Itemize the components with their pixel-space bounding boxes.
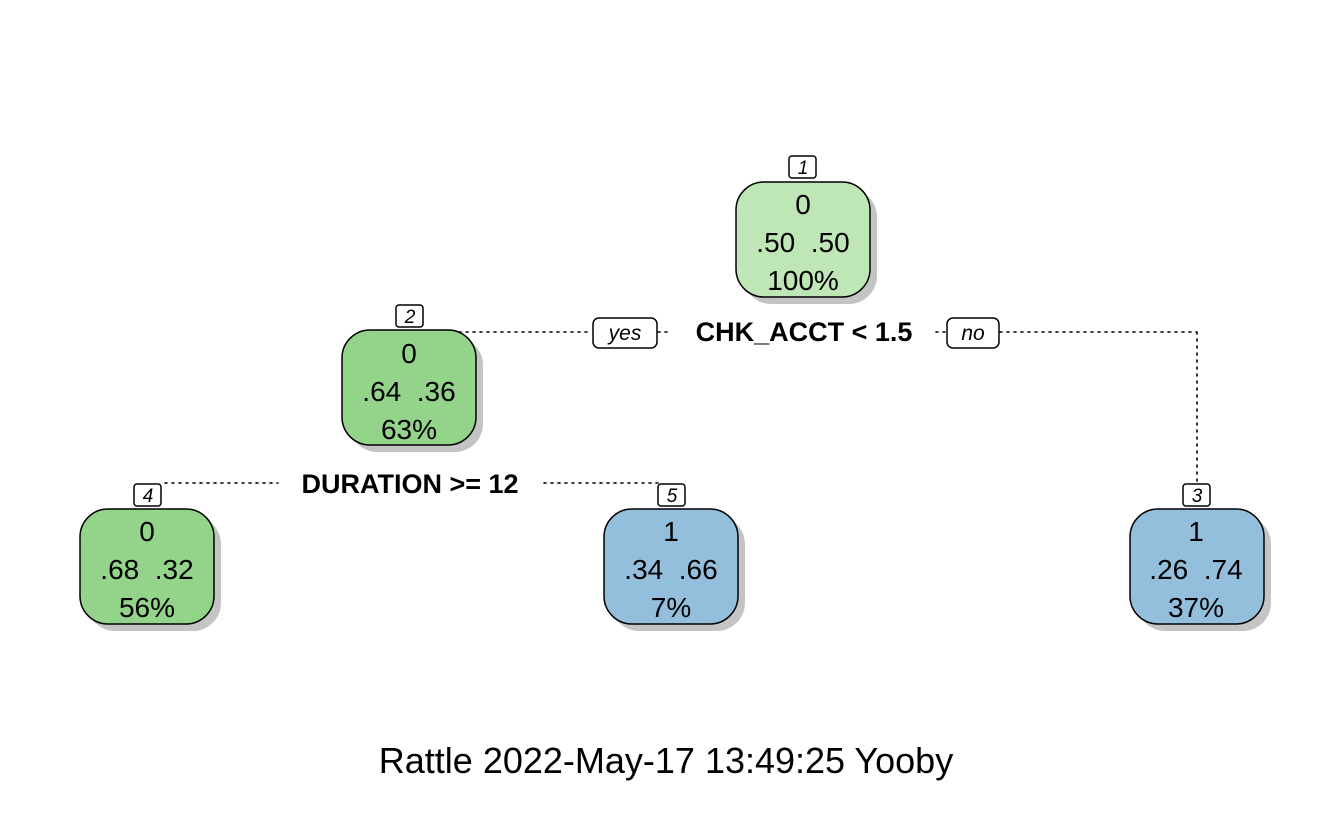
branch-label-text: yes [607, 322, 642, 345]
node-id-box [395, 304, 424, 328]
node-observation-share: 7% [651, 592, 691, 623]
node-class-probabilities: .26 .74 [1149, 554, 1242, 585]
node-class-probabilities: .68 .32 [100, 554, 193, 585]
split-rule-root: CHK_ACCT < 1.5 [696, 317, 913, 347]
node-id: 4 [143, 486, 154, 507]
node-id: 3 [1192, 486, 1203, 507]
node-box [735, 181, 871, 298]
tree-node-4: 4 0 .68 .32 56% [79, 483, 221, 631]
node-id-box [1182, 483, 1211, 507]
tree-node-5: 5 1 .34 .66 7% [603, 483, 745, 631]
node-observation-share: 100% [767, 265, 839, 296]
branch-no-label: no [946, 317, 1000, 349]
branch-label-box [592, 317, 658, 349]
tree-node-2: 2 0 .64 .36 63% [341, 304, 483, 452]
node-observation-share: 56% [119, 592, 175, 623]
branch-yes-label: yes [592, 317, 658, 349]
node-id: 2 [404, 307, 416, 328]
node-id-box [133, 483, 162, 507]
plot-caption: Rattle 2022-May-17 13:49:25 Yooby [379, 740, 953, 781]
tree-node-1: 1 0 .50 .50 100% [735, 155, 877, 304]
node-box [79, 508, 215, 625]
branch-label-box [946, 317, 1000, 349]
node-box [341, 329, 477, 446]
node-id-box [788, 155, 817, 179]
node-class-probabilities: .34 .66 [624, 554, 717, 585]
node-class-probabilities: .64 .36 [362, 376, 455, 407]
tree-node-3: 3 1 .26 .74 37% [1129, 483, 1271, 631]
split-rule-node2: DURATION >= 12 [301, 469, 518, 499]
node-class-probabilities: .50 .50 [756, 227, 849, 258]
node-predicted-class: 1 [1188, 516, 1204, 547]
node-box [1129, 508, 1265, 625]
node-box [603, 508, 739, 625]
tree-edges [164, 331, 1198, 484]
node-id: 5 [667, 486, 678, 507]
node-id-box [657, 483, 686, 507]
node-predicted-class: 0 [795, 189, 811, 220]
node-observation-share: 63% [381, 414, 437, 445]
node-id: 1 [798, 158, 809, 179]
branch-label-text: no [961, 322, 985, 345]
node-predicted-class: 0 [401, 338, 417, 369]
node-predicted-class: 1 [663, 516, 679, 547]
node-observation-share: 37% [1168, 592, 1224, 623]
node-predicted-class: 0 [139, 516, 155, 547]
